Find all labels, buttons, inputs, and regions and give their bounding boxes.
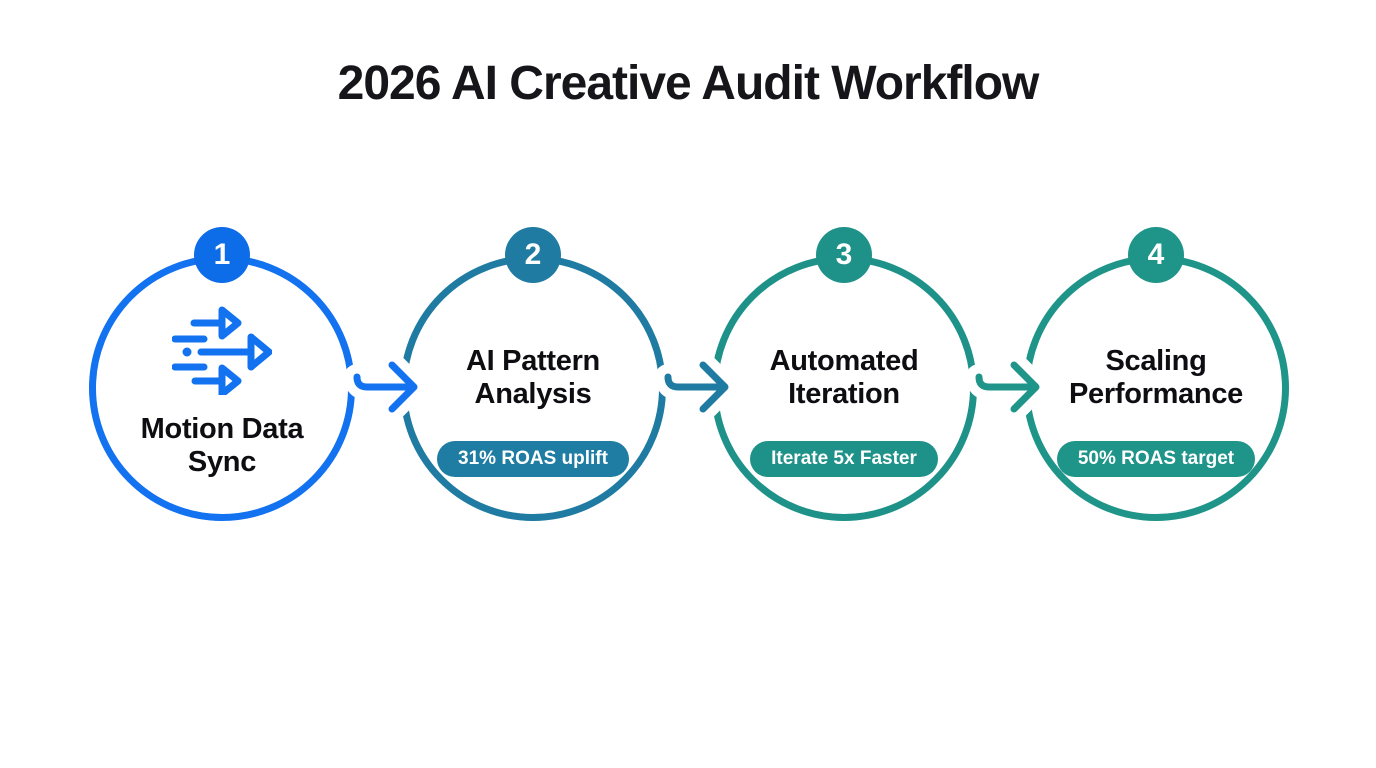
step-2-metric-pill: 31% ROAS uplift [437,441,629,477]
step-3-metric-pill: Iterate 5x Faster [750,441,938,477]
page-title: 2026 AI Creative Audit Workflow [337,57,1040,110]
step-2-title-line2: Analysis [474,378,592,410]
step-4-title: Scaling Performance [1069,345,1243,411]
workflow-step-3: 3 Automated Iteration Iterate 5x Faster [710,221,978,541]
step-1-title-line1: Motion Data [140,413,304,445]
step-2-title-line1: AI Pattern [466,345,600,377]
step-3-title-line1: Automated [769,345,919,377]
workflow-step-4: 4 Scaling Performance 50% ROAS target [1022,221,1290,541]
workflow-step-2: 2 AI Pattern Analysis 31% ROAS uplift [399,221,667,541]
step-2-title: AI Pattern Analysis [466,345,600,411]
step-1-number-badge: 1 [194,227,250,283]
flow-arrow-step1-to-step2 [344,355,427,419]
step-4-title-line2: Performance [1069,378,1243,410]
step-3-number-badge: 3 [816,227,872,283]
step-3-title-line2: Iteration [788,378,900,410]
step-2-number-badge: 2 [505,227,561,283]
workflow-step-1: 1 Motion Data Sync [88,221,356,541]
step-4-metric-pill: 50% ROAS target [1056,441,1256,477]
step-4-number-badge: 4 [1128,227,1184,283]
flow-arrow-step2-to-step3 [655,355,738,419]
step-3-title: Automated Iteration [770,345,919,411]
motion-data-sync-icon [172,306,272,395]
step-4-title-line1: Scaling [1105,345,1207,377]
step-1-title: Motion Data Sync [141,413,304,479]
flow-arrow-step3-to-step4 [966,355,1049,419]
step-1-title-line2: Sync [187,446,257,478]
